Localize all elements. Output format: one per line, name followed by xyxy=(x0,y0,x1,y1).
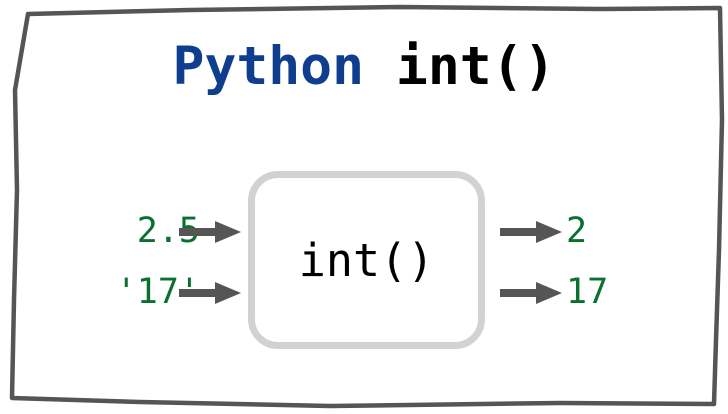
diagram-title: Python int() xyxy=(0,36,728,98)
right-arrow-icon-output-1 xyxy=(500,282,562,304)
int-function-box: int() xyxy=(248,171,485,349)
right-arrow-icon-input-1 xyxy=(179,282,241,304)
title-space xyxy=(364,36,396,97)
output-value-0: 2 xyxy=(566,211,588,251)
right-arrow-icon-output-0 xyxy=(500,221,562,243)
output-value-1: 17 xyxy=(566,272,609,312)
input-value-0: 2.5 xyxy=(136,211,200,251)
title-function-word: int() xyxy=(395,36,556,97)
input-value-1: '17' xyxy=(115,272,200,312)
int-function-box-label: int() xyxy=(298,233,435,287)
title-python-word: Python xyxy=(172,36,364,97)
right-arrow-icon-input-0 xyxy=(179,221,241,243)
